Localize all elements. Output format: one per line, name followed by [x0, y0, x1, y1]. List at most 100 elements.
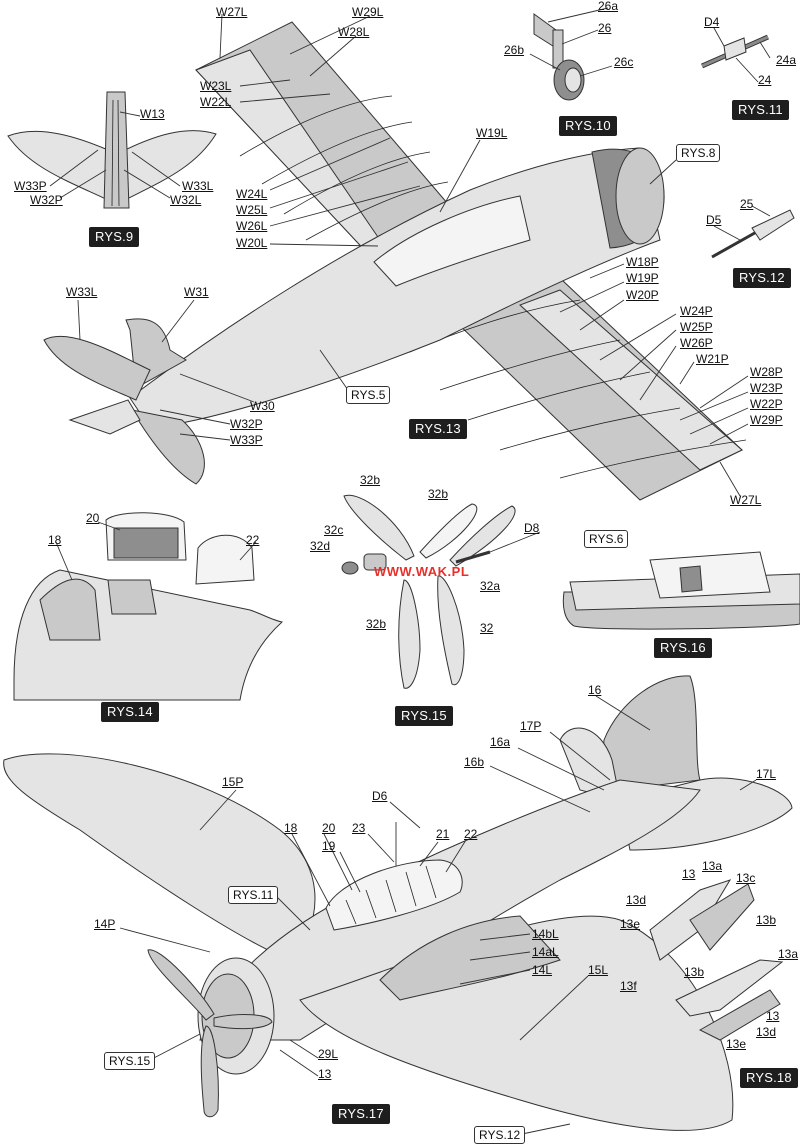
part-label-D5: D5	[706, 213, 722, 227]
part-label-13a-2: 13a	[778, 947, 799, 961]
part-label-20-fig17: 20	[322, 821, 336, 835]
part-label-W24P: W24P	[680, 304, 713, 318]
part-label-22-fig17: 22	[464, 827, 478, 841]
part-label-23: 23	[352, 821, 366, 835]
figure-title-rys11: RYS.11	[732, 100, 789, 120]
fig9-tail-drawing	[7, 91, 217, 209]
part-label-13-fig18-b: 13	[766, 1009, 780, 1023]
figure-title-rys9: RYS.9	[89, 227, 140, 247]
part-label-32a: 32a	[480, 579, 501, 593]
part-label-18-fig14: 18	[48, 533, 62, 547]
part-label-14aL: 14aL	[532, 945, 559, 959]
part-label-W33L-fig13: W33L	[66, 285, 98, 299]
part-label-W21P: W21P	[696, 352, 729, 366]
part-label-17P: 17P	[520, 719, 542, 733]
figure-title-rys15: RYS.15	[395, 706, 453, 726]
part-label-W26P: W26P	[680, 336, 713, 350]
part-label-D4: D4	[704, 15, 720, 29]
part-label-W23L: W23L	[200, 79, 232, 93]
fig17-main-aircraft-drawing	[3, 675, 793, 1131]
reference-rys11: RYS.11	[228, 886, 279, 904]
reference-rys8: RYS.8	[676, 144, 721, 162]
part-label-19: 19	[322, 839, 336, 853]
part-label-13b-1: 13b	[756, 913, 777, 927]
part-label-W32P-fig9: W32P	[30, 193, 63, 207]
reference-rys15: RYS.15	[104, 1052, 156, 1070]
fig11-gun-drawing	[700, 34, 770, 69]
part-label-13e-2: 13e	[726, 1037, 747, 1051]
fig12-pitot-drawing	[711, 209, 795, 259]
part-label-22-fig14: 22	[246, 533, 260, 547]
part-label-13c: 13c	[736, 871, 756, 885]
part-label-13d-1: 13d	[626, 893, 647, 907]
fig13-fuselage-structure-drawing	[43, 21, 747, 501]
reference-rys5: RYS.5	[346, 386, 391, 404]
part-label-W18P: W18P	[626, 255, 659, 269]
part-label-32b-a: 32b	[360, 473, 381, 487]
figure-title-rys12: RYS.12	[733, 268, 791, 288]
part-label-21: 21	[436, 827, 450, 841]
part-label-W19P: W19P	[626, 271, 659, 285]
figure-title-rys13: RYS.13	[409, 419, 467, 439]
part-label-W20P: W20P	[626, 288, 659, 302]
part-label-32b-b: 32b	[428, 487, 449, 501]
watermark: WWW.WAK.PL	[374, 564, 470, 579]
part-label-32b-c: 32b	[366, 617, 387, 631]
part-label-W27L: W27L	[216, 5, 248, 19]
reference-rys12: RYS.12	[474, 1126, 526, 1144]
figure-title-rys16: RYS.16	[654, 638, 712, 658]
fig16-cockpit-interior-drawing	[562, 551, 800, 630]
part-label-13b-2: 13b	[684, 965, 705, 979]
part-label-16a: 16a	[490, 735, 511, 749]
part-label-32d: 32d	[310, 539, 331, 553]
part-label-14P: 14P	[94, 917, 116, 931]
figure-title-rys10: RYS.10	[559, 116, 617, 136]
part-label-24a: 24a	[776, 53, 797, 67]
part-label-D8: D8	[524, 521, 540, 535]
part-label-25: 25	[740, 197, 754, 211]
part-label-20-fig14: 20	[86, 511, 100, 525]
reference-rys6: RYS.6	[584, 530, 629, 548]
part-label-W32P-fig13: W32P	[230, 417, 263, 431]
part-label-32c: 32c	[324, 523, 344, 537]
part-label-14bL: 14bL	[532, 927, 559, 941]
part-label-13-fig18-a: 13	[682, 867, 696, 881]
fig15-propeller-drawing	[341, 494, 516, 689]
part-label-W31: W31	[184, 285, 209, 299]
figure-title-rys18: RYS.18	[740, 1068, 798, 1088]
leader-lines	[49, 7, 771, 1135]
part-label-26b: 26b	[504, 43, 525, 57]
part-label-13-fig17: 13	[318, 1067, 332, 1081]
part-label-W30: W30	[250, 399, 275, 413]
figure-title-rys14: RYS.14	[101, 702, 159, 722]
part-label-26c: 26c	[614, 55, 634, 69]
part-label-W28L: W28L	[338, 25, 370, 39]
part-label-W29L: W29L	[352, 5, 384, 19]
fig18-exhaust-parts-drawing	[649, 879, 784, 1041]
part-label-16b: 16b	[464, 755, 485, 769]
part-label-17L: 17L	[756, 767, 777, 781]
part-label-W20L: W20L	[236, 236, 268, 250]
part-label-W25L: W25L	[236, 203, 268, 217]
part-label-W27L-bottom: W27L	[730, 493, 762, 507]
part-label-W28P: W28P	[750, 365, 783, 379]
part-label-24: 24	[758, 73, 772, 87]
part-label-W22L: W22L	[200, 95, 232, 109]
part-label-16: 16	[588, 683, 602, 697]
part-label-18-fig17: 18	[284, 821, 298, 835]
part-label-13a-1: 13a	[702, 859, 723, 873]
part-label-26: 26	[598, 21, 612, 35]
fig14-cockpit-drawing	[13, 512, 284, 701]
part-label-W25P: W25P	[680, 320, 713, 334]
part-label-W19L: W19L	[476, 126, 508, 140]
part-label-W26L: W26L	[236, 219, 268, 233]
part-label-W33P-fig13: W33P	[230, 433, 263, 447]
part-label-W13: W13	[140, 107, 165, 121]
part-label-13d-2: 13d	[756, 1025, 777, 1039]
fig10-landing-gear-drawing	[533, 13, 585, 101]
part-label-W24L: W24L	[236, 187, 268, 201]
part-label-15P: 15P	[222, 775, 244, 789]
part-label-13f: 13f	[620, 979, 637, 993]
